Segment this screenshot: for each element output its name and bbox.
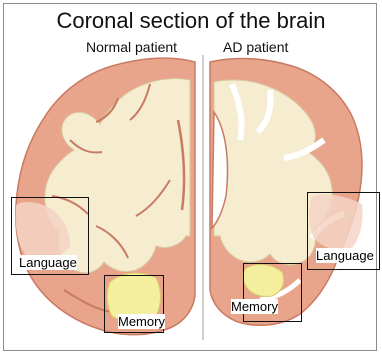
- ad-language-label: Language: [316, 248, 374, 263]
- normal-memory-label: Memory: [118, 314, 165, 329]
- ad-memory-label: Memory: [231, 299, 278, 314]
- normal-language-label: Language: [19, 255, 77, 270]
